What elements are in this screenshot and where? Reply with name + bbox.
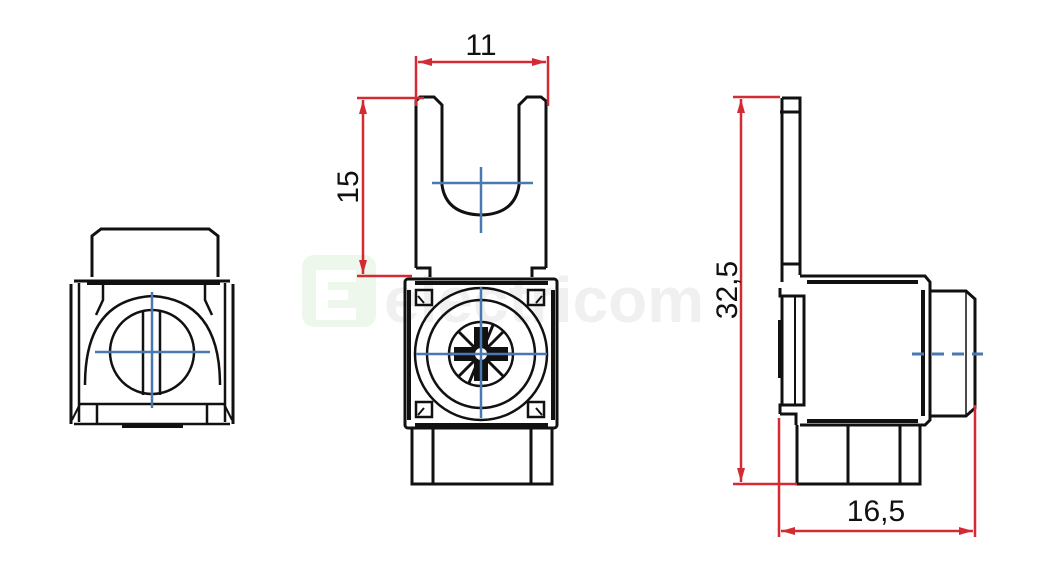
side-view	[778, 96, 977, 486]
dimension-total-height-32-5	[733, 95, 797, 486]
dimension-depth-16-5	[777, 405, 977, 537]
left-end-view-centerlines	[95, 292, 210, 408]
front-view-centerlines	[416, 167, 547, 418]
dimension-label-total-height: 32,5	[711, 261, 744, 319]
dimension-width-11	[414, 56, 550, 106]
dimension-label-fork-length: 15	[332, 170, 365, 203]
dimension-label-width: 11	[465, 29, 496, 62]
dimension-fork-length-15	[357, 96, 424, 278]
dimension-label-depth: 16,5	[847, 495, 905, 528]
